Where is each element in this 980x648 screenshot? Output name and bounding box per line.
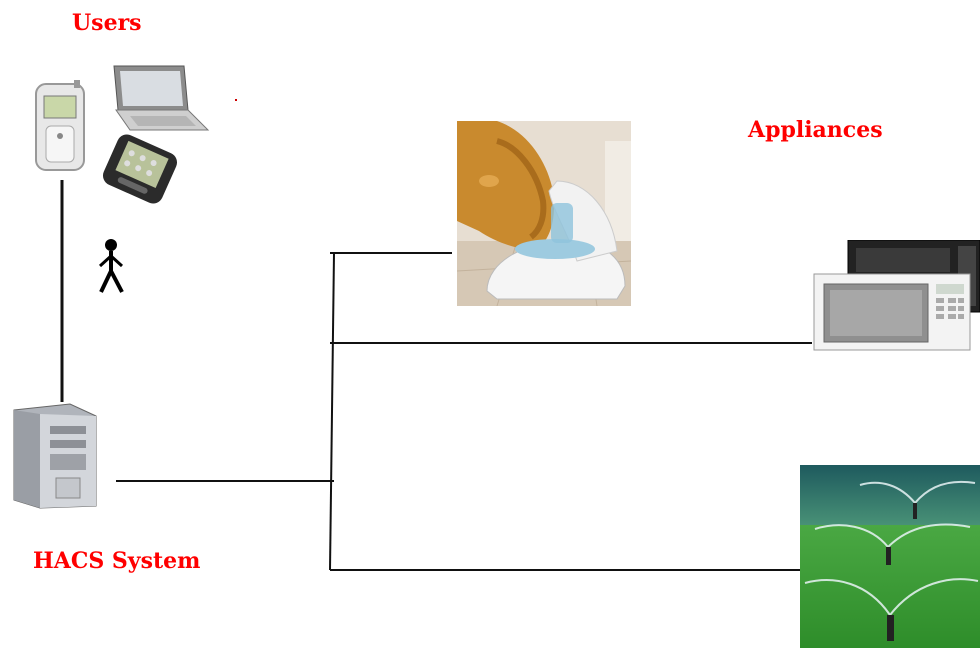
- stray-dot: [235, 99, 237, 101]
- tower-computer-icon: [13, 403, 97, 509]
- microwave-oven-photo: [813, 240, 980, 351]
- laptop-icon: [113, 65, 210, 131]
- hacs-system-label: HACS System: [33, 548, 201, 574]
- mobile-phone-icon: [35, 80, 85, 171]
- appliances-label: Appliances: [748, 117, 883, 143]
- users-label: Users: [72, 10, 142, 36]
- bus-vertical-line: [329, 252, 335, 571]
- lawn-sprinkler-photo: [800, 465, 980, 648]
- walking-person-icon: [98, 239, 124, 293]
- pda-icon: [102, 134, 178, 204]
- pet-water-fountain-photo: [457, 121, 631, 306]
